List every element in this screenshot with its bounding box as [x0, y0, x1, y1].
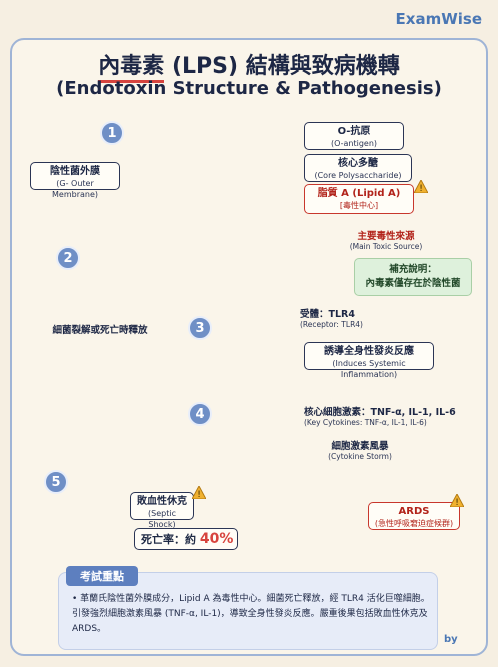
- step-3-badge: 3: [188, 316, 212, 340]
- lysis-label: 細菌裂解或死亡時釋放: [52, 325, 148, 336]
- mortality-rate: 死亡率：約 40%: [134, 528, 238, 550]
- septic-shock-label: 敗血性休克 (Septic Shock): [130, 492, 194, 529]
- warning-icon: !: [450, 494, 464, 507]
- o-antigen-label: O-抗原 (O-antigen): [304, 122, 404, 150]
- warning-icon: !: [192, 486, 206, 499]
- receptor-label: 受體：TLR4 (Receptor: TLR4): [300, 309, 363, 329]
- induces-inflammation-label: 誘導全身性發炎反應 (Induces Systemic Inflammation…: [304, 342, 434, 379]
- brand-logo: ExamWise: [395, 10, 482, 28]
- outer-membrane-label: 陰性菌外膜 (G- Outer Membrane): [30, 162, 120, 199]
- byline: by: [444, 634, 458, 645]
- page-subtitle: (Endotoxin Structure & Pathogenesis): [56, 78, 442, 99]
- cytokine-storm-label: 細胞激素風暴 (Cytokine Storm): [328, 441, 392, 461]
- svg-text:!: !: [197, 490, 201, 499]
- exam-key-points-text: • 革蘭氏陰性菌外膜成分，Lipid A 為毒性中心。細菌死亡釋放，經 TLR4…: [72, 594, 430, 634]
- exam-key-points-tag: 考試重點: [66, 566, 138, 586]
- supplementary-note: 補充說明： 內毒素僅存在於陰性菌: [354, 258, 472, 296]
- title-underlined: 內毒素: [98, 54, 165, 83]
- step-4-badge: 4: [188, 402, 212, 426]
- title-rest: (LPS) 結構與致病機轉: [164, 54, 400, 79]
- warning-icon: !: [414, 180, 428, 193]
- main-toxic-source-label: 主要毒性來源 (Main Toxic Source): [349, 231, 423, 251]
- step-5-badge: 5: [44, 470, 68, 494]
- svg-text:!: !: [419, 184, 423, 193]
- page-title: 內毒素 (LPS) 結構與致病機轉: [0, 48, 498, 83]
- step-2-badge: 2: [56, 246, 80, 270]
- lipid-a-label: 脂質 A (Lipid A) [毒性中心]: [304, 184, 414, 214]
- svg-text:!: !: [455, 498, 459, 507]
- cytokines-label: 核心細胞激素：TNF-α, IL-1, IL-6 (Key Cytokines:…: [304, 407, 456, 427]
- step-1-badge: 1: [100, 121, 124, 145]
- ards-label: ARDS (急性呼吸窘迫症候群): [368, 502, 460, 530]
- core-polysaccharide-label: 核心多醣 (Core Polysaccharide): [304, 154, 412, 182]
